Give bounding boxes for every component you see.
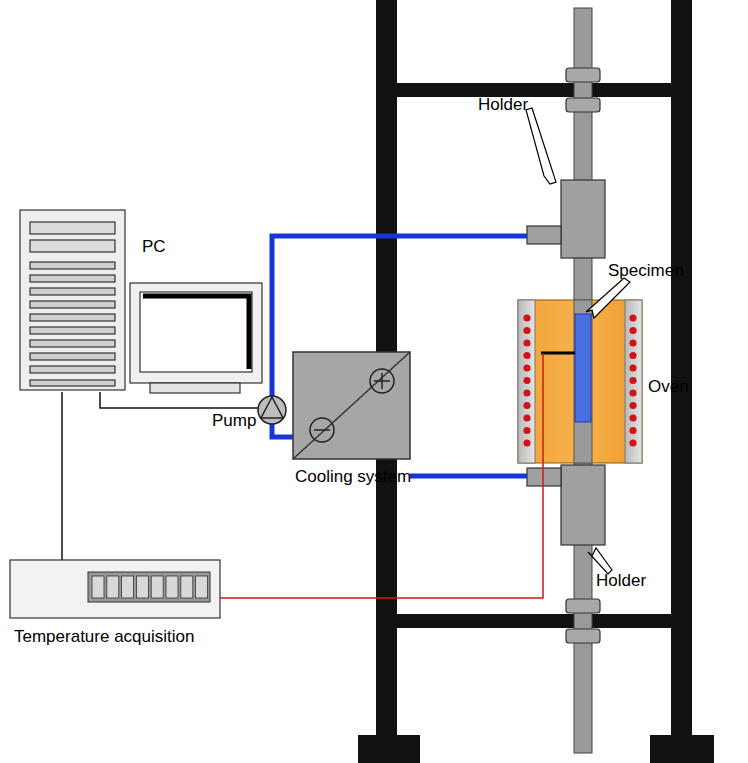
vent-slot <box>30 366 115 373</box>
heating-coil <box>523 414 530 421</box>
heating-coil <box>523 439 530 446</box>
display-digit <box>136 576 148 598</box>
pump-symbol <box>258 396 286 424</box>
oven-label: Oven <box>648 378 689 397</box>
vent-slot <box>30 262 115 269</box>
holder-label: Holder <box>596 572 646 591</box>
vent-slot <box>30 301 115 308</box>
pump-label: Pump <box>212 412 256 431</box>
heating-coil <box>629 364 636 371</box>
signal-wires <box>62 392 258 560</box>
heating-coil <box>629 327 636 334</box>
display-digit <box>107 576 119 598</box>
display-digit <box>92 576 104 598</box>
heating-coil <box>523 402 530 409</box>
cooling-label: Cooling system <box>295 468 411 487</box>
vent-slot <box>30 353 115 360</box>
heating-coil <box>629 352 636 359</box>
heating-coil <box>629 377 636 384</box>
leader-arrows <box>526 108 630 574</box>
heating-coil <box>523 364 530 371</box>
heating-coil <box>629 314 636 321</box>
coolant-pipes <box>272 236 527 476</box>
heating-coil <box>629 414 636 421</box>
cooling-unit <box>293 352 410 459</box>
specimen <box>575 314 591 422</box>
acquisition-label: Temperature acquisition <box>14 628 194 647</box>
heating-coil <box>629 427 636 434</box>
computer <box>20 210 262 393</box>
thermocouple-wire <box>220 353 543 598</box>
load-frame <box>358 0 714 763</box>
vent-slot <box>30 288 115 295</box>
specimen-label: Specimen <box>608 262 684 281</box>
pc-label: PC <box>142 238 166 257</box>
heating-coil <box>523 427 530 434</box>
heating-coil <box>523 389 530 396</box>
heating-coil <box>523 327 530 334</box>
thermocouple <box>541 352 575 355</box>
vent-slot <box>30 340 115 347</box>
heating-coil <box>629 389 636 396</box>
display-digit <box>166 576 178 598</box>
heating-coil <box>629 439 636 446</box>
heating-coil <box>523 314 530 321</box>
heating-coil <box>523 377 530 384</box>
heating-coil <box>629 402 636 409</box>
vent-slot <box>30 275 115 282</box>
display-digit <box>181 576 193 598</box>
display-digit <box>196 576 208 598</box>
heating-coil <box>629 339 636 346</box>
display-digit <box>151 576 163 598</box>
heating-coil <box>523 352 530 359</box>
heating-coil <box>523 339 530 346</box>
display-digit <box>122 576 134 598</box>
temperature-logger <box>10 560 220 618</box>
vent-slot <box>30 314 115 321</box>
holder-label: Holder <box>478 96 528 115</box>
vent-slot <box>30 327 115 334</box>
oven <box>518 300 642 463</box>
